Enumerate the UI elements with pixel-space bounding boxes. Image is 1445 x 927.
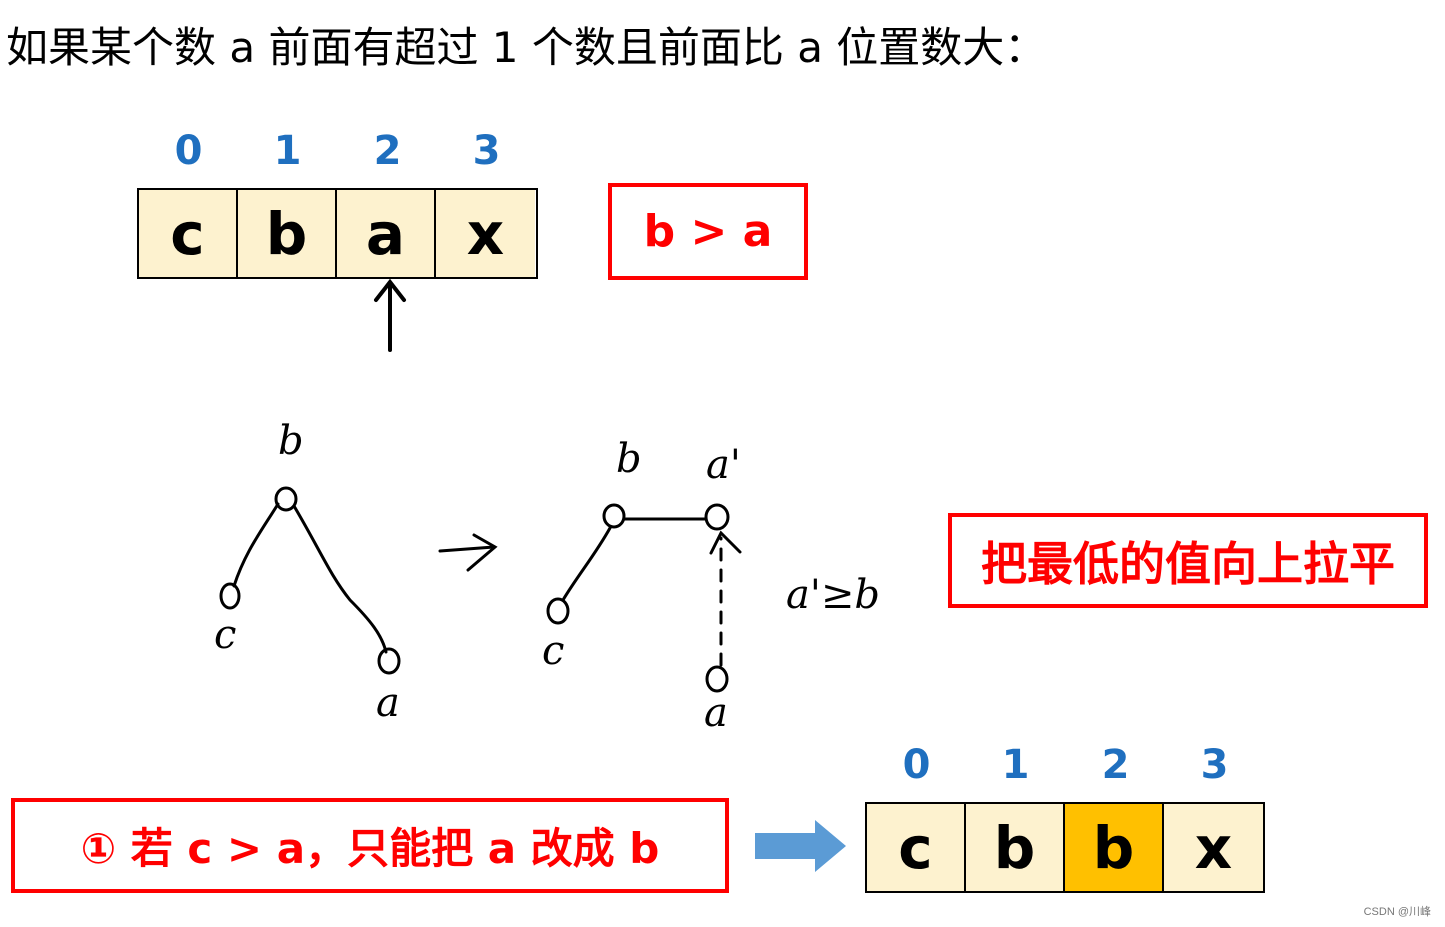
top-cell-1: b	[238, 190, 337, 277]
bottom-cell-3: x	[1164, 804, 1263, 891]
condition-box: b > a	[608, 183, 808, 280]
left-tree-right-label: a	[376, 680, 400, 726]
top-cell-3: x	[436, 190, 535, 277]
transform-arrow-icon	[438, 533, 498, 572]
bottom-cell-0: c	[867, 804, 966, 891]
right-tree	[546, 503, 742, 693]
top-index-1: 1	[273, 128, 302, 174]
bottom-cell-2-highlighted: b	[1065, 804, 1164, 891]
blue-right-arrow-icon	[755, 820, 846, 872]
right-tree-bottom-label: a	[704, 690, 728, 736]
right-tree-left-top-label: b	[616, 436, 642, 482]
top-index-0: 0	[174, 128, 203, 174]
left-tree	[219, 486, 401, 675]
bottom-index-1: 1	[1001, 742, 1030, 788]
right-tree-left-child-label: c	[542, 628, 565, 674]
left-tree-top-label: b	[278, 418, 304, 464]
bottom-index-3: 3	[1200, 742, 1229, 788]
left-tree-left-label: c	[214, 612, 237, 658]
watermark: CSDN @川峰	[1363, 906, 1431, 918]
top-cell-2: a	[337, 190, 436, 277]
up-arrow-icon	[374, 278, 406, 352]
heading: 如果某个数 a 前面有超过 1 个数且前面比 a 位置数大：	[6, 23, 1047, 72]
bottom-array: c b b x	[865, 802, 1265, 893]
rule-box: ① 若 c > a，只能把 a 改成 b	[11, 798, 729, 893]
right-tree-right-top-label: a'	[706, 442, 741, 488]
top-index-2: 2	[373, 128, 402, 174]
flatten-box: 把最低的值向上拉平	[948, 513, 1428, 608]
bottom-index-0: 0	[902, 742, 931, 788]
bottom-index-2: 2	[1101, 742, 1130, 788]
top-index-3: 3	[472, 128, 501, 174]
relation-note: a'≥b	[786, 572, 880, 618]
top-array: c b a x	[137, 188, 538, 279]
bottom-cell-1: b	[966, 804, 1065, 891]
top-cell-0: c	[139, 190, 238, 277]
